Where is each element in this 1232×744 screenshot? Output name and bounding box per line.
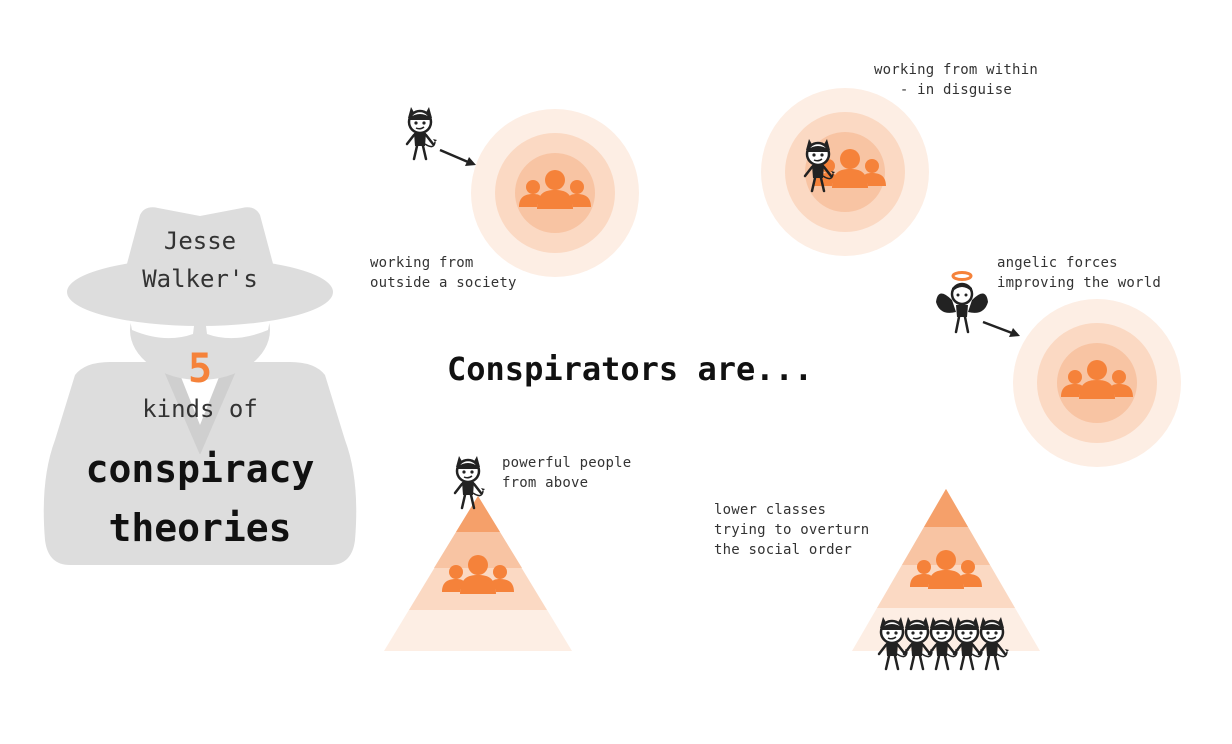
label-within-line: working from within [874, 62, 1038, 78]
hat-line-5: theories [108, 506, 292, 550]
label-within-line: - in disguise [899, 82, 1013, 98]
label-outside-line: working from [370, 255, 474, 271]
label-outside-line: outside a society [370, 275, 517, 291]
hat-line-4: conspiracy [85, 447, 315, 491]
target-within [761, 88, 929, 256]
target-outside [471, 109, 639, 277]
label-angelic: angelic forces improving the world [997, 253, 1161, 293]
arrow-icon [982, 320, 1020, 337]
target-angelic [1013, 299, 1181, 467]
headline: Conspirators are... [447, 350, 814, 388]
spy-silhouette-icon [43, 207, 357, 565]
label-below-line: the social order [714, 542, 853, 558]
label-angelic-line: improving the world [997, 275, 1161, 291]
pyramid-below [852, 489, 1040, 651]
hat-number: 5 [187, 346, 213, 392]
hat-line-2: Walker's [142, 265, 258, 293]
devil-figure-icon [405, 105, 439, 161]
arrow-icon [439, 148, 476, 166]
label-below: lower classes trying to overturn the soc… [714, 500, 869, 560]
label-below-line: trying to overturn [714, 522, 870, 538]
label-angelic-line: angelic forces [997, 255, 1118, 271]
label-above-line: from above [502, 475, 589, 491]
label-below-line: lower classes [714, 502, 827, 518]
label-outside: working from outside a society [370, 253, 517, 293]
hat-line-1: Jesse [163, 227, 237, 255]
label-above: powerful people from above [502, 453, 631, 493]
angel-figure-icon [936, 271, 988, 334]
label-within: working from within - in disguise [874, 60, 1038, 100]
label-above-line: powerful people [502, 455, 632, 471]
pyramid-above [384, 496, 572, 651]
hat-line-3: kinds of [142, 395, 258, 423]
